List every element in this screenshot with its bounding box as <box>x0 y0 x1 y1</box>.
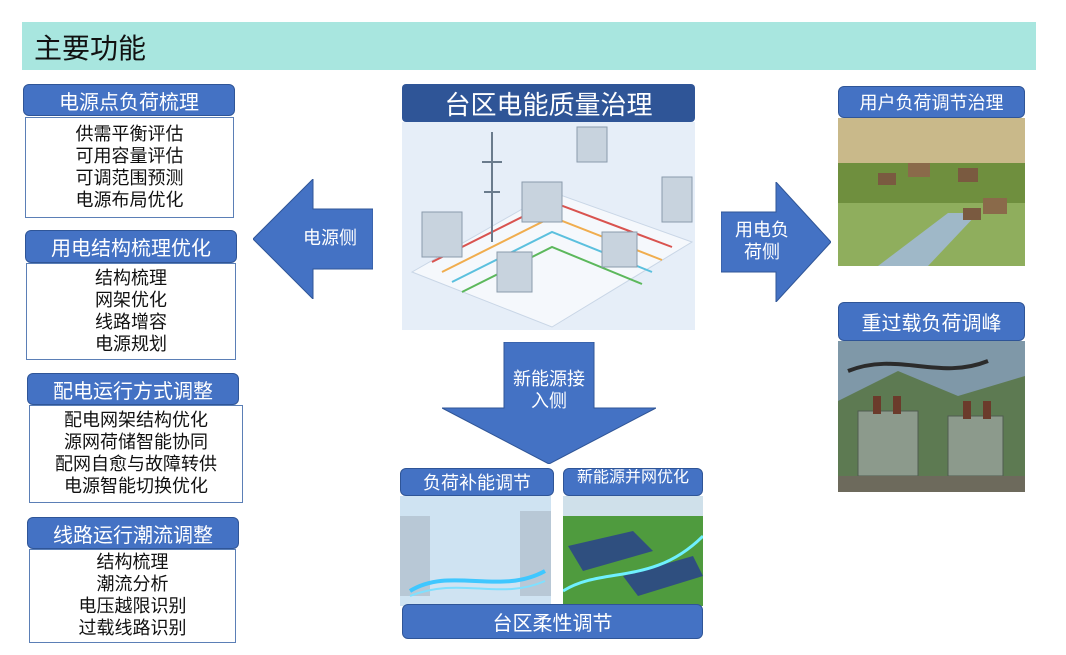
section-header: 主要功能 <box>22 22 1036 70</box>
list-item: 供需平衡评估 <box>75 123 184 145</box>
list-item: 过载线路识别 <box>78 618 187 639</box>
group-list-structure: 结构梳理 网架优化 线路增容 电源规划 <box>26 263 236 360</box>
transformer-image-icon <box>838 341 1025 492</box>
group-title-power-flow: 线路运行潮流调整 <box>27 517 239 549</box>
arrow-right-label: 用电负荷侧 <box>735 220 789 263</box>
arrow-left-label: 电源侧 <box>303 228 357 249</box>
list-item: 电源智能切换优化 <box>64 476 208 497</box>
bottom-main-title: 台区柔性调节 <box>402 604 703 639</box>
solar-farm-photo <box>563 496 703 606</box>
group-title-operation: 配电运行方式调整 <box>27 373 239 405</box>
datacenter-photo <box>400 496 551 606</box>
list-item: 结构梳理 <box>95 267 167 289</box>
list-item: 结构梳理 <box>96 552 169 573</box>
list-item: 线路增容 <box>95 311 167 333</box>
list-item: 配网自愈与故障转供 <box>55 454 217 475</box>
bottom-title-load-charging: 负荷补能调节 <box>400 468 554 496</box>
village-image-icon <box>838 118 1025 266</box>
list-item: 潮流分析 <box>96 574 169 595</box>
bottom-title-renewable-grid: 新能源并网优化 <box>563 468 703 496</box>
substation-icon <box>402 122 695 330</box>
list-item: 电源布局优化 <box>75 189 184 211</box>
list-item: 可调范围预测 <box>75 167 184 189</box>
arrow-down-label: 新能源接入侧 <box>513 369 585 412</box>
arrow-left-power-side <box>253 179 373 299</box>
list-item: 电压越限识别 <box>78 596 187 617</box>
group-list-power-source: 供需平衡评估 可用容量评估 可调范围预测 电源布局优化 <box>25 117 234 218</box>
rural-landscape-photo <box>838 118 1025 266</box>
center-title: 台区电能质量治理 <box>402 84 695 122</box>
solar-panel-image-icon <box>563 496 703 606</box>
list-item: 网架优化 <box>95 289 167 311</box>
right-title-overload: 重过载负荷调峰 <box>838 302 1025 341</box>
group-list-power-flow: 结构梳理 潮流分析 电压越限识别 过载线路识别 <box>29 549 236 643</box>
page-title: 主要功能 <box>34 32 147 65</box>
transformer-photo <box>838 341 1025 492</box>
list-item: 电源规划 <box>95 333 167 355</box>
group-title-power-source: 电源点负荷梳理 <box>23 84 235 116</box>
right-title-user-load: 用户负荷调节治理 <box>838 86 1025 118</box>
arrow-right-load-side <box>721 182 831 302</box>
substation-illustration <box>402 122 695 330</box>
list-item: 源网荷储智能协同 <box>64 432 208 453</box>
energy-room-image-icon <box>400 496 551 606</box>
group-title-structure: 用电结构梳理优化 <box>25 230 237 263</box>
list-item: 可用容量评估 <box>75 145 184 167</box>
list-item: 配电网架结构优化 <box>64 410 208 431</box>
group-list-operation: 配电网架结构优化 源网荷储智能协同 配网自愈与故障转供 电源智能切换优化 <box>29 405 243 503</box>
arrow-down-renewable-side <box>442 342 656 464</box>
